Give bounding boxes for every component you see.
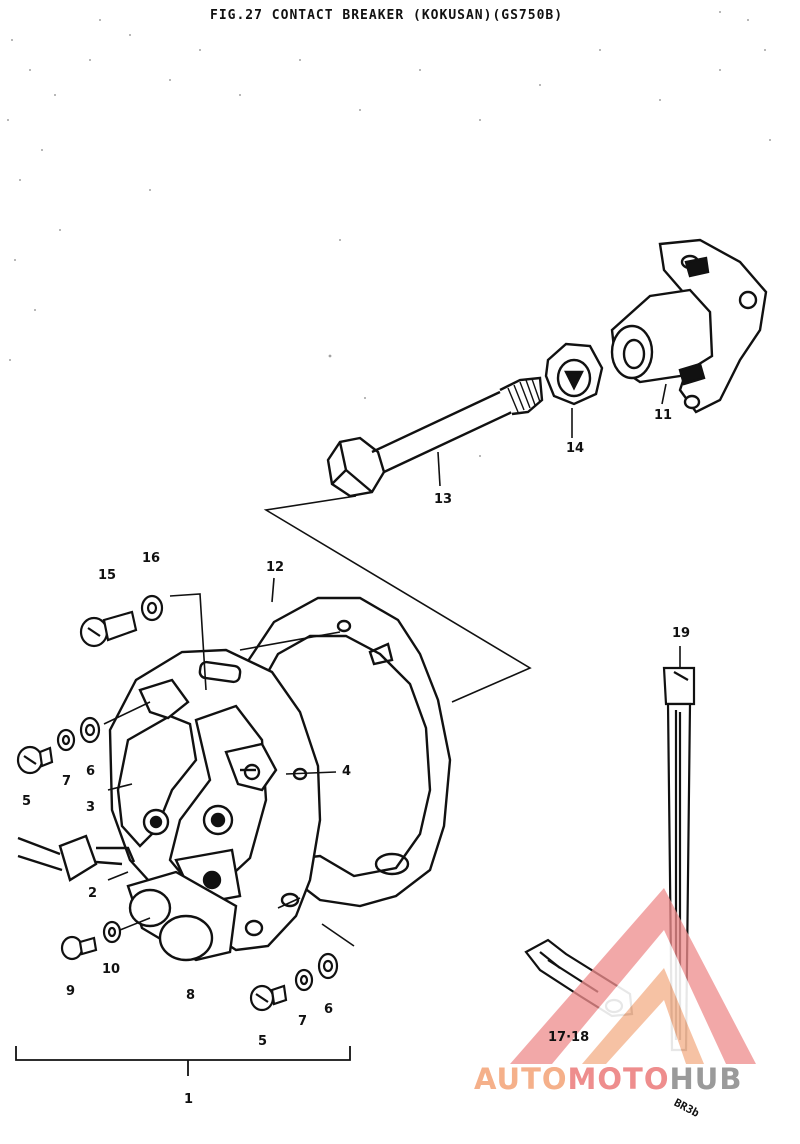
nut-14-drawing <box>544 342 604 406</box>
callout-4: 4 <box>342 764 352 779</box>
watermark-moto: MOTO <box>567 1062 670 1096</box>
scan-noise <box>7 11 771 457</box>
callout-5-lower: 5 <box>258 1034 268 1049</box>
callout-7-left: 7 <box>62 774 72 789</box>
watermark-auto: AUTO <box>474 1062 568 1096</box>
callout-2: 2 <box>88 886 98 901</box>
fasteners-drawing <box>16 594 339 1012</box>
assembly-guide-lines <box>103 593 355 947</box>
callout-16: 16 <box>142 551 161 566</box>
bolt-13-drawing <box>326 376 544 498</box>
watermark-logo <box>510 888 756 1064</box>
callout-12: 12 <box>266 560 285 575</box>
callout-7-lower: 7 <box>298 1014 308 1029</box>
watermark-hub: HUB <box>669 1062 743 1096</box>
wire-harness-drawing <box>17 834 136 882</box>
leader-12 <box>271 577 275 603</box>
advancer-11-drawing <box>610 238 768 414</box>
callout-6-left: 6 <box>86 764 96 779</box>
callout-10: 10 <box>102 962 121 977</box>
callout-14: 14 <box>566 441 585 456</box>
figure-title: FIG.27 CONTACT BREAKER (KOKUSAN)(GS750B) <box>210 8 564 23</box>
bracket-item-1 <box>15 1046 351 1076</box>
callout-11: 11 <box>654 408 673 423</box>
callout-17-18: 17·18 <box>548 1030 590 1045</box>
callout-6-lower: 6 <box>324 1002 334 1017</box>
leader-lines-upper <box>263 383 667 703</box>
callout-19: 19 <box>672 626 691 641</box>
watermark-text: AUTOMOTOHUB <box>474 1062 742 1096</box>
condenser-8-drawing <box>126 870 238 962</box>
callout-9: 9 <box>66 984 76 999</box>
callout-5-left: 5 <box>22 794 32 809</box>
callout-15: 15 <box>98 568 117 583</box>
callout-13: 13 <box>434 492 453 507</box>
callout-8: 8 <box>186 988 196 1003</box>
callout-1: 1 <box>184 1092 194 1107</box>
callout-3: 3 <box>86 800 96 815</box>
